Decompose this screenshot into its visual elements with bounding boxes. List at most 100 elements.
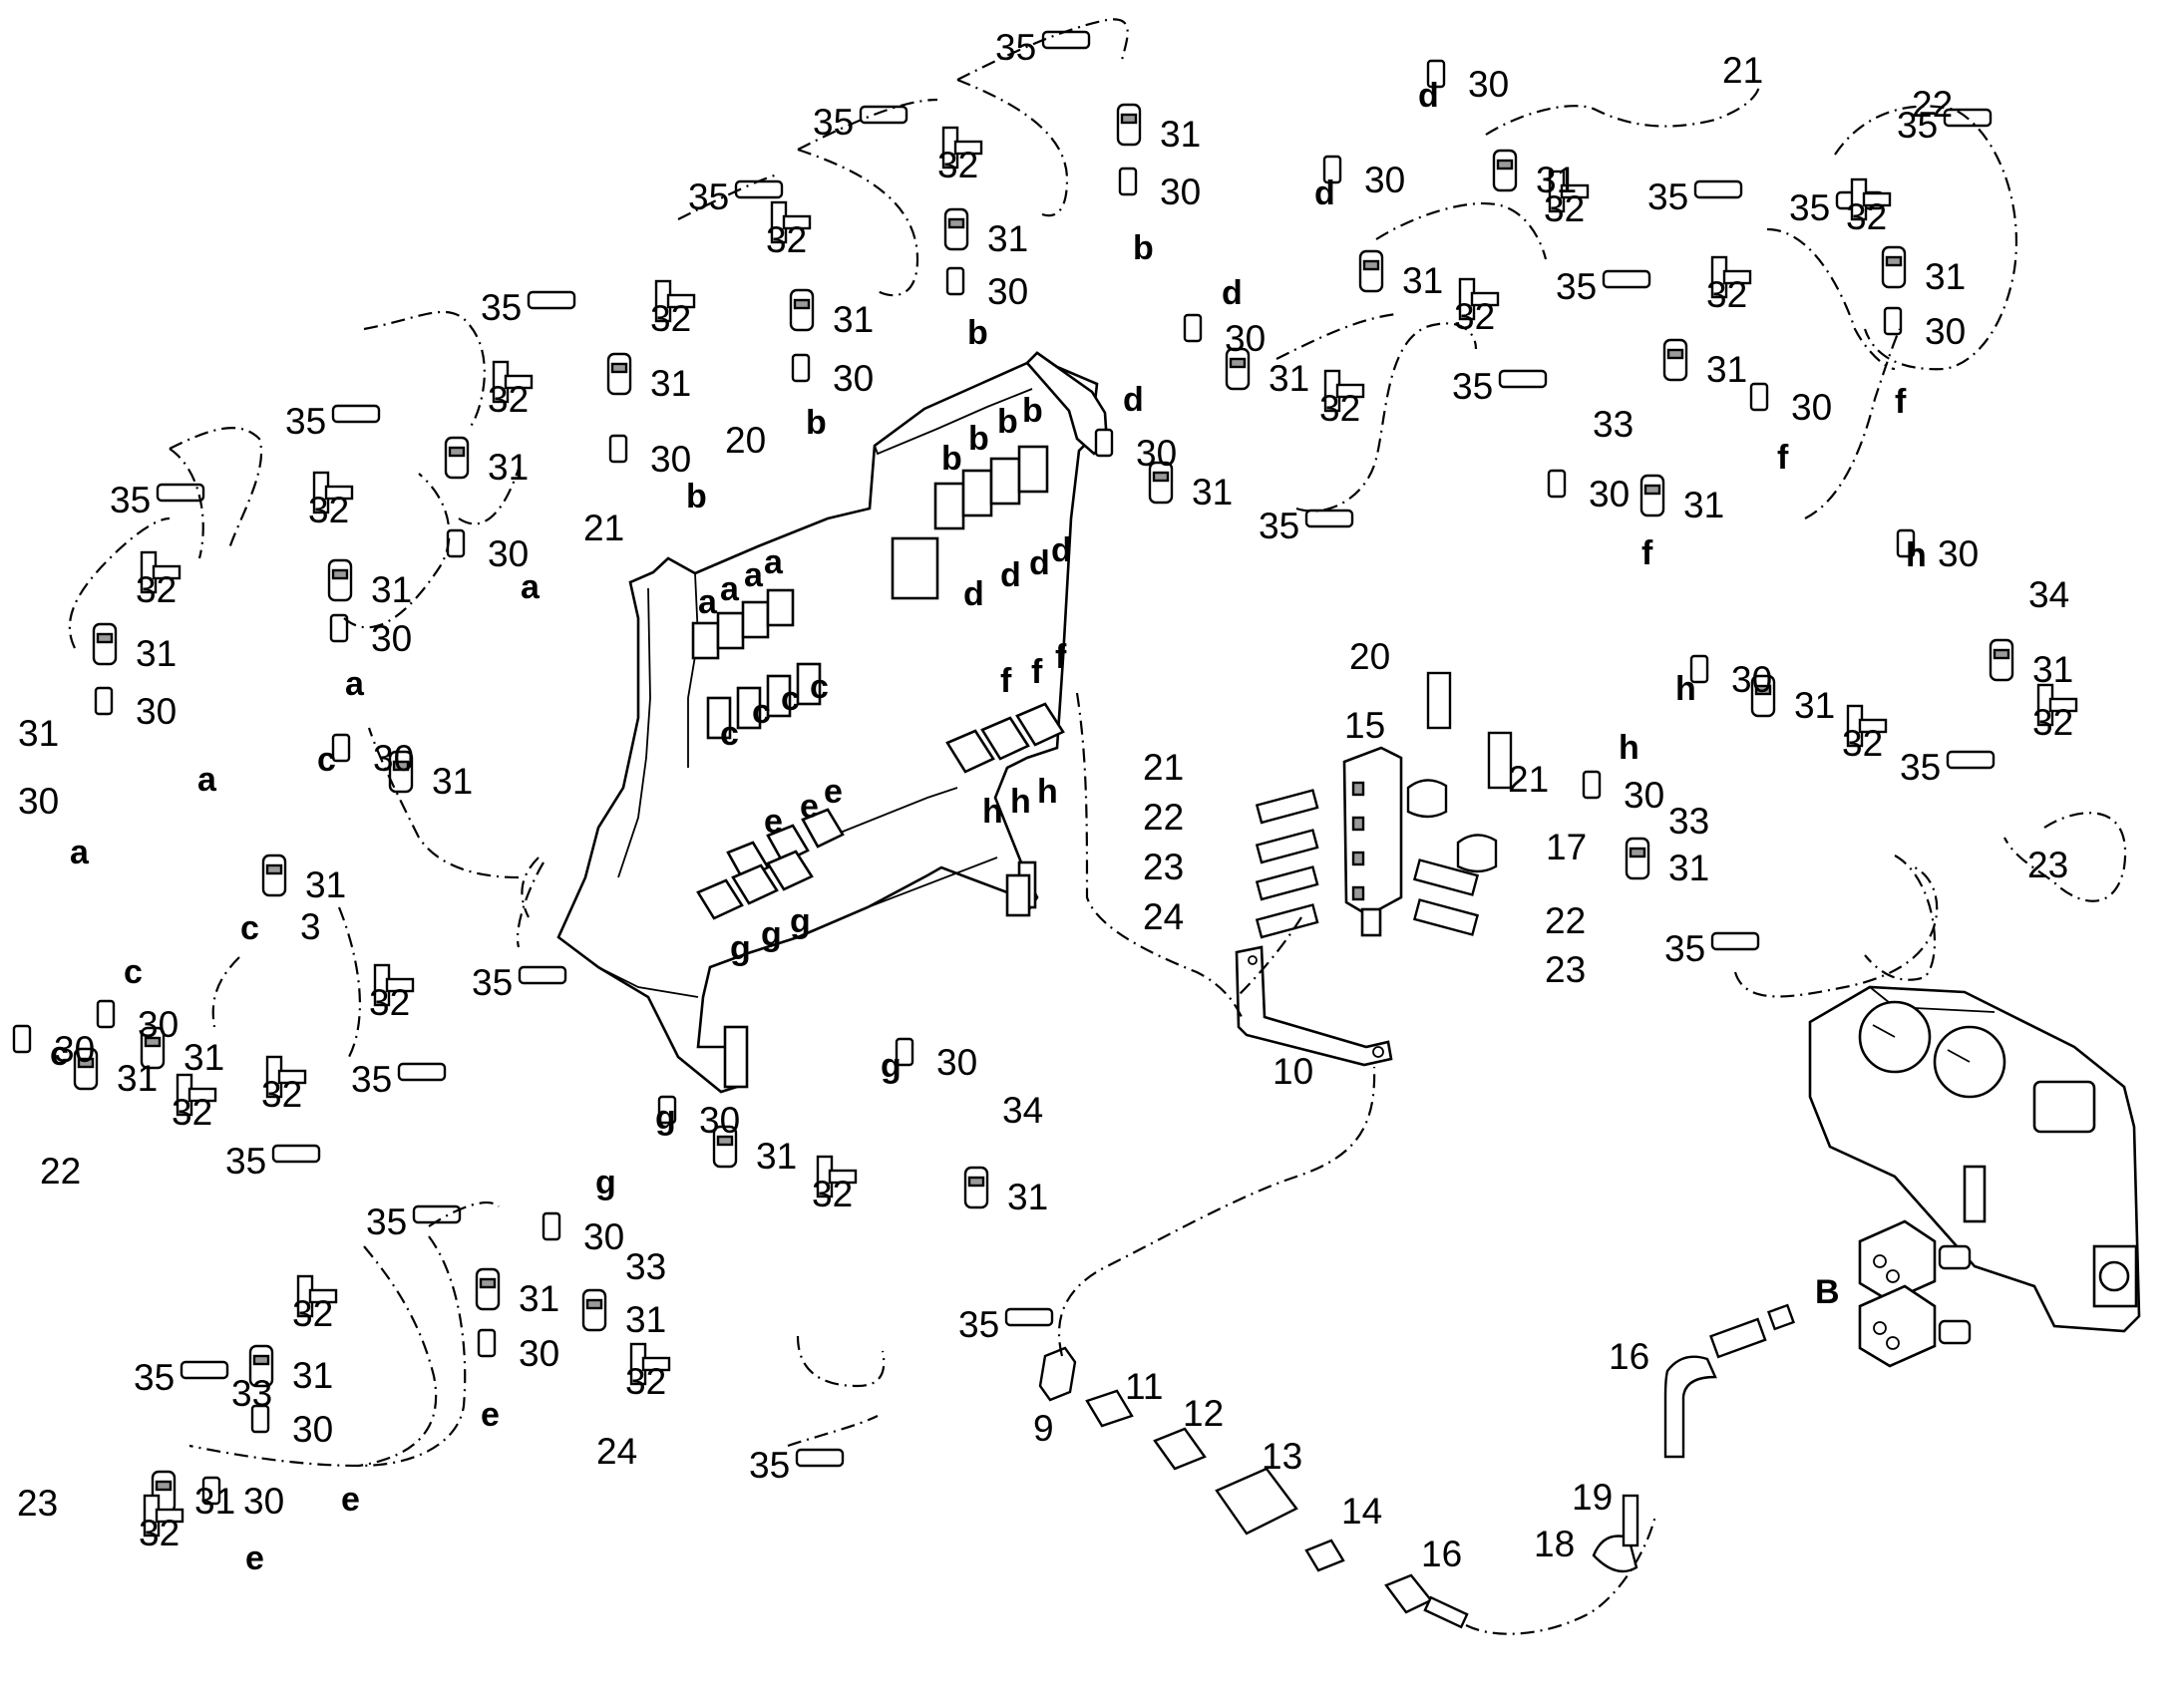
fitting-35-hose-elbow <box>412 1204 462 1224</box>
fitting-30-plug <box>96 999 116 1029</box>
frame-port-c: c <box>752 693 771 731</box>
part-number-32: 32 <box>812 1174 853 1214</box>
fitting-30-plug <box>945 266 965 296</box>
port-letter-d: d <box>1418 77 1439 115</box>
port-letter-c: c <box>50 1035 69 1073</box>
frame-port-e: e <box>800 788 819 826</box>
port-letter-h: h <box>1906 536 1927 574</box>
fitting-35-hose-elbow <box>859 105 908 125</box>
fitting-31-adapter <box>789 288 815 332</box>
fitting-30-plug <box>446 528 466 558</box>
part-number-34: 34 <box>1002 1090 1043 1131</box>
frame-port-d: d <box>963 575 984 613</box>
part-number-30: 30 <box>1624 775 1664 816</box>
fitting-31-adapter <box>140 1026 166 1070</box>
part-number-23: 23 <box>2027 845 2068 885</box>
part-number-30: 30 <box>373 738 414 779</box>
part-number-19: 19 <box>1572 1477 1613 1518</box>
part-number-30: 30 <box>1225 318 1266 359</box>
frame-port-b: b <box>941 440 962 478</box>
part-number-32: 32 <box>292 1293 333 1334</box>
part-number-32: 32 <box>172 1092 212 1133</box>
part-number-32: 32 <box>488 379 529 420</box>
distribution-manifold <box>1342 746 1498 937</box>
fitting-31-adapter <box>1662 338 1688 382</box>
fitting-31-adapter <box>261 854 287 897</box>
part-number-32: 32 <box>1544 188 1585 229</box>
fitting-35-hose-elbow <box>1946 750 1996 770</box>
fitting-30-plug <box>477 1328 497 1358</box>
fitting-31-adapter <box>963 1166 989 1209</box>
part-callouts: 353130b35323130b35323130b32312030b353231… <box>17 27 2073 1577</box>
part-number-20: 20 <box>1349 636 1390 677</box>
port-letter-g: g <box>881 1047 902 1085</box>
fitting-30-plug <box>1183 313 1203 343</box>
fitting-35-hose-elbow <box>1710 931 1760 951</box>
fitting-31-adapter <box>1639 474 1665 517</box>
fitting-30-plug <box>608 434 628 464</box>
frame-port-a: a <box>744 556 764 594</box>
fitting-31-adapter <box>712 1125 738 1169</box>
part-number-21: 21 <box>1508 759 1549 800</box>
fitting-35-hose-elbow <box>397 1062 447 1082</box>
fitting-31-adapter <box>248 1344 274 1388</box>
part-number-35: 35 <box>134 1357 175 1398</box>
part-number-30: 30 <box>136 691 177 732</box>
port-letter-g: g <box>595 1164 616 1201</box>
fitting-35-hose-elbow <box>795 1448 845 1468</box>
fitting-31-adapter <box>1225 347 1251 391</box>
frame-port-f: f <box>1000 662 1012 700</box>
fitting-31-adapter <box>1625 837 1650 880</box>
fitting-30-plug <box>201 1476 221 1506</box>
fitting-31-adapter <box>1116 103 1142 147</box>
fitting-31-adapter <box>475 1267 501 1311</box>
part-number-23: 23 <box>1545 949 1586 990</box>
part-number-35: 35 <box>1259 506 1299 546</box>
part-number-31: 31 <box>488 447 529 488</box>
fitting-30-plug <box>1426 59 1446 89</box>
part-number-30: 30 <box>371 618 412 659</box>
fitting-30-plug <box>1689 654 1709 684</box>
fitting-31-adapter <box>1881 245 1907 289</box>
fitting-30-plug <box>1547 469 1567 499</box>
frame-port-a: a <box>720 570 740 608</box>
part-number-23: 23 <box>17 1483 58 1524</box>
part-number-31: 31 <box>1007 1177 1048 1217</box>
fitting-32-tee <box>1846 704 1888 748</box>
fitting-35-hose-elbow <box>271 1144 321 1164</box>
fitting-32-tee <box>176 1073 217 1117</box>
part-number-31: 31 <box>432 761 473 802</box>
part-number-30: 30 <box>488 533 529 574</box>
part-number-35: 35 <box>1789 187 1830 228</box>
valve-block-c <box>706 662 822 740</box>
part-number-31: 31 <box>183 1037 224 1078</box>
fitting-35-hose-elbow <box>156 483 205 503</box>
fitting-35-hose-elbow <box>1304 509 1354 528</box>
fitting-32-tee <box>373 963 415 1007</box>
part-number-32: 32 <box>1706 274 1747 315</box>
part-number-22: 22 <box>1545 900 1586 941</box>
part-number-33: 33 <box>231 1373 272 1414</box>
fitting-31-adapter <box>1492 149 1518 192</box>
fitting-30-plug <box>1118 167 1138 196</box>
fitting-32-tee <box>1323 369 1365 413</box>
part-number-31: 31 <box>987 218 1028 259</box>
frame-port-b: b <box>997 403 1018 441</box>
fitting-32-tee <box>2036 683 2078 727</box>
part-number-31: 31 <box>292 1355 333 1396</box>
part-number-31: 31 <box>371 569 412 610</box>
fitting-30-plug <box>12 1024 32 1054</box>
port-letter-a: a <box>70 834 90 871</box>
part-number-32: 32 <box>1846 196 1887 237</box>
part-number-21: 21 <box>583 508 624 548</box>
valve-frame-assembly <box>556 351 1109 1094</box>
part-number-23: 23 <box>1143 847 1184 887</box>
port-letter-g: g <box>655 1099 676 1137</box>
part-number-30: 30 <box>1791 387 1832 428</box>
fitting-30-plug <box>1094 428 1114 458</box>
frame-port-a: a <box>698 583 718 621</box>
hose-fittings <box>12 30 2078 1537</box>
fitting-35-hose-elbow <box>1498 369 1548 389</box>
fitting-32-tee <box>1850 177 1892 221</box>
part-number-21: 21 <box>1143 747 1184 788</box>
